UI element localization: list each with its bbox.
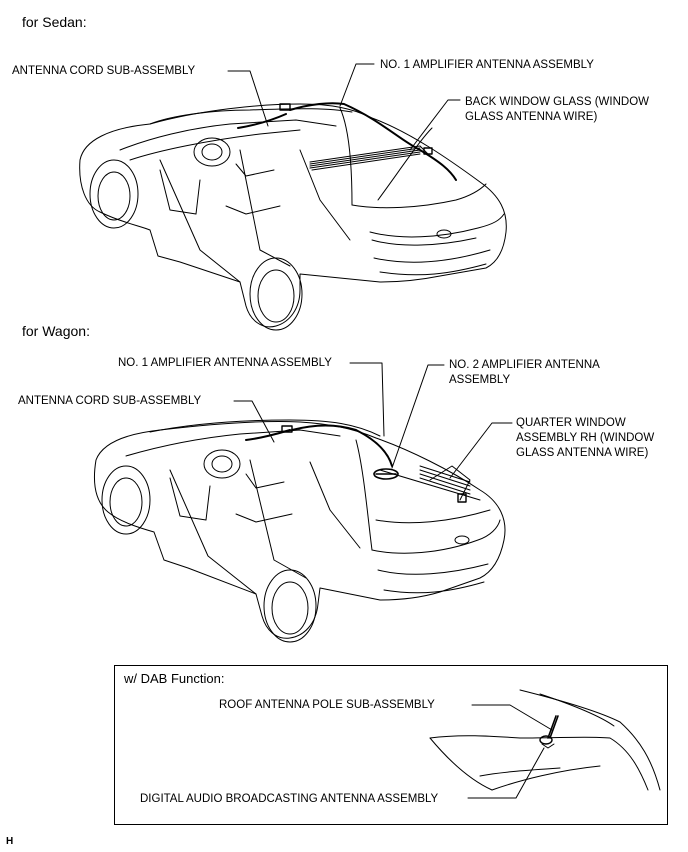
wagon-quarter-window-label-line3: GLASS ANTENNA WIRE) (516, 447, 649, 459)
wagon-amplifier-2-label-line1: NO. 2 AMPLIFIER ANTENNA (449, 359, 600, 371)
sedan-amplifier-1-label: NO. 1 AMPLIFIER ANTENNA ASSEMBLY (380, 59, 594, 71)
sedan-section-title: for Sedan: (22, 14, 87, 30)
wagon-car-illustration (94, 419, 506, 643)
sedan-antenna-cord-label: ANTENNA CORD SUB-ASSEMBLY (12, 65, 196, 77)
wagon-quarter-window-label-line1: QUARTER WINDOW (516, 417, 626, 429)
corner-mark: H (6, 836, 14, 847)
wagon-leader-lines (233, 362, 513, 479)
sedan-back-window-label-line1: BACK WINDOW GLASS (WINDOW (465, 96, 649, 108)
wagon-section-title: for Wagon: (22, 323, 90, 339)
wagon-antenna-cord-label: ANTENNA CORD SUB-ASSEMBLY (18, 395, 202, 407)
dab-antenna-assembly-label: DIGITAL AUDIO BROADCASTING ANTENNA ASSEM… (140, 793, 439, 805)
dab-function-box (114, 665, 668, 825)
sedan-leader-lines (227, 63, 461, 151)
dab-section-title: w/ DAB Function: (124, 671, 225, 686)
dab-leader-lines (467, 704, 553, 799)
dab-roof-pole-label: ROOF ANTENNA POLE SUB-ASSEMBLY (219, 699, 435, 711)
wagon-amplifier-1-label: NO. 1 AMPLIFIER ANTENNA ASSEMBLY (118, 357, 332, 369)
sedan-car-illustration (79, 102, 507, 331)
wagon-quarter-window-label-line2: ASSEMBLY RH (WINDOW (516, 432, 655, 444)
dab-roof-illustration (429, 689, 661, 791)
wagon-amplifier-2-label-line2: ASSEMBLY (449, 374, 511, 386)
sedan-back-window-label-line2: GLASS ANTENNA WIRE) (465, 111, 598, 123)
